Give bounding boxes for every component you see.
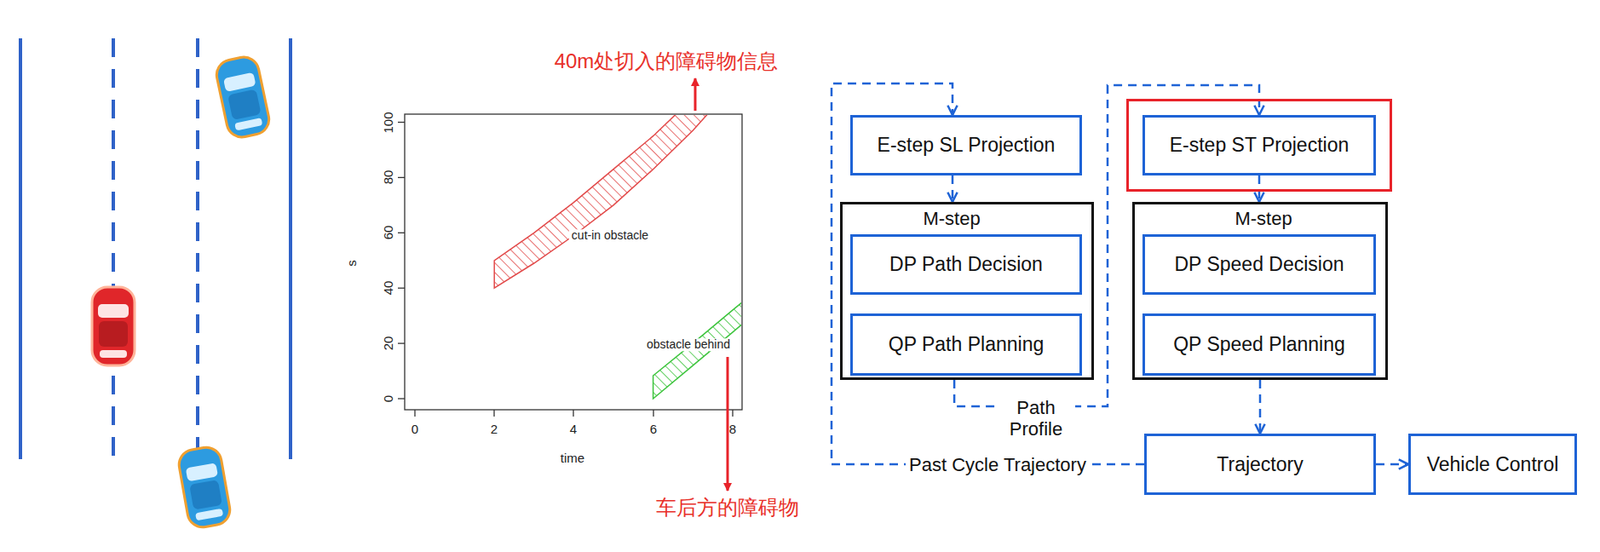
connector: [1258, 175, 1261, 202]
process-box: E-step ST Projection: [1142, 115, 1376, 176]
x-ticks: [414, 409, 733, 417]
tick-label: 100: [381, 111, 397, 133]
road-edge: [18, 38, 23, 460]
lane-divider: [111, 38, 116, 460]
annotation: 40m处切入的障碍物信息: [554, 50, 779, 73]
box-label: DP Path Decision: [889, 253, 1043, 276]
car-roof: [189, 479, 223, 510]
box-label: DP Speed Decision: [1174, 253, 1344, 276]
car-window: [195, 508, 224, 521]
tick-label: 6: [650, 422, 657, 438]
connector: [831, 83, 1145, 465]
car-roof: [98, 321, 128, 347]
leader-arrow: [726, 356, 730, 491]
tick-label: 8: [729, 422, 737, 438]
blue-car: [176, 444, 232, 530]
tick-label: 60: [381, 225, 397, 241]
tick-label: 0: [411, 422, 419, 438]
box-label: Vehicle Control: [1427, 453, 1560, 476]
box-label: QP Speed Planning: [1173, 333, 1346, 356]
car-body: [92, 287, 135, 366]
process-box: DP Path Decision: [850, 234, 1083, 295]
process-box: E-step SL Projection: [850, 115, 1083, 176]
series-label: obstacle behind: [644, 338, 733, 352]
red-car: [92, 287, 135, 366]
lane-divider: [195, 38, 200, 460]
tick-label: 80: [381, 170, 397, 185]
car-window: [99, 350, 127, 358]
process-box: DP Speed Decision: [1142, 234, 1376, 295]
car-window: [234, 117, 263, 131]
box-label: E-step ST Projection: [1169, 133, 1350, 156]
blue-car: [213, 54, 272, 140]
connector: [1259, 379, 1262, 434]
st-chart: [397, 78, 753, 491]
group-heading: M-step: [1234, 207, 1292, 230]
y-ticks: [397, 122, 405, 400]
car-body: [213, 54, 272, 140]
axis-title: time: [560, 451, 585, 467]
tick-label: 20: [381, 336, 397, 352]
edge-label: Path Profile: [996, 397, 1076, 441]
process-box: Vehicle Control: [1408, 433, 1577, 495]
process-box: QP Path Planning: [850, 313, 1083, 376]
car-body: [176, 444, 232, 530]
box-label: Trajectory: [1216, 453, 1303, 476]
tick-label: 2: [490, 422, 498, 438]
process-box: QP Speed Planning: [1142, 313, 1376, 376]
process-box: Trajectory: [1144, 433, 1376, 495]
car-window: [223, 72, 257, 93]
box-label: E-step SL Projection: [877, 133, 1056, 156]
road-edge: [288, 38, 293, 460]
tick-label: 40: [381, 281, 397, 296]
group-heading: M-step: [922, 207, 980, 230]
tick-label: 0: [381, 395, 397, 403]
cut-in-region: [494, 115, 713, 288]
axis-title: s: [345, 259, 360, 267]
connector: [951, 175, 955, 202]
box-label: QP Path Planning: [888, 333, 1044, 356]
edge-label: Past Cycle Trajectory: [905, 454, 1090, 476]
plot-frame: [404, 114, 743, 410]
annotation: 车后方的障碍物: [656, 496, 800, 519]
step-group-box: M-step DP Path Decision QP Path Planning: [840, 201, 1094, 380]
road: [20, 38, 291, 460]
car-roof: [227, 89, 261, 121]
connector: [1375, 463, 1409, 467]
leader-arrow: [694, 78, 697, 111]
step-group-box: M-step DP Speed Decision QP Speed Planning: [1132, 201, 1388, 380]
series-label: cut-in obstacle: [569, 229, 651, 242]
tick-label: 4: [569, 422, 577, 438]
car-window: [185, 462, 219, 482]
car-window: [97, 304, 129, 318]
